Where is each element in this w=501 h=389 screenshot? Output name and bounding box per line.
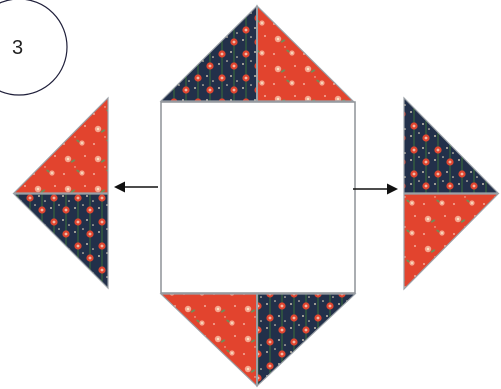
left-lower-triangle [14,194,108,288]
arrow-left-head-icon [114,182,125,193]
right-lower-triangle [404,194,498,289]
step-circle [0,0,67,95]
bottom-left-triangle [161,294,257,386]
top-left-triangle [161,6,257,101]
center-square [161,102,355,293]
left-upper-triangle [14,98,108,193]
right-upper-triangle [404,98,498,193]
step-badge: 3 [0,0,67,95]
top-right-triangle [257,6,353,101]
arrow-left [114,182,158,193]
bottom-right-triangle [257,294,355,386]
arrow-right-head-icon [387,184,398,195]
arrow-right [353,184,398,195]
step-number: 3 [12,37,23,59]
